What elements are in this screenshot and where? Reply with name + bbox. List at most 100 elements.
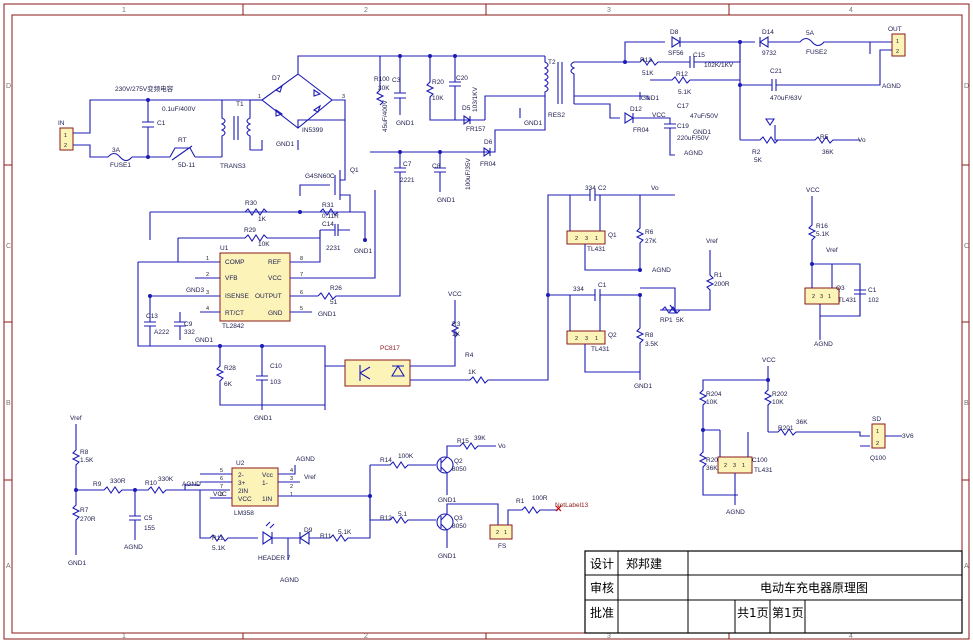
agnd-q1: AGND bbox=[652, 267, 671, 274]
svg-text:3: 3 bbox=[733, 463, 736, 469]
svg-text:3: 3 bbox=[342, 94, 345, 100]
r30-label: R30 bbox=[245, 200, 257, 207]
agnd-q3: AGND bbox=[814, 341, 833, 348]
r31-label: R31 bbox=[322, 202, 334, 209]
u2-pin-3plus: 3+ bbox=[238, 480, 246, 487]
r10-label: R10 bbox=[145, 480, 157, 487]
gnd1-c17: GND1 bbox=[693, 129, 711, 136]
border-row-d-right: D bbox=[964, 83, 969, 90]
d12-label: D12 bbox=[630, 106, 642, 113]
r8b-label: R8 bbox=[645, 332, 654, 339]
r202-label: R202 bbox=[772, 391, 788, 398]
c14-value: 2231 bbox=[326, 245, 341, 252]
r9-label: R9 bbox=[93, 481, 102, 488]
svg-text:1: 1 bbox=[595, 336, 598, 342]
r7-label: R7 bbox=[80, 507, 89, 514]
drawing-border: 1 2 3 4 1 2 3 4 D C B A D C B A bbox=[3, 3, 970, 640]
svg-text:3: 3 bbox=[290, 476, 293, 482]
q8050a-value: 8050 bbox=[452, 466, 467, 473]
svg-text:2: 2 bbox=[896, 49, 899, 55]
svg-text:1: 1 bbox=[896, 39, 899, 45]
agnd-c19: AGND bbox=[684, 150, 703, 157]
u2-chip bbox=[231, 467, 279, 507]
ac-note: 230V/275V变频电容 bbox=[115, 84, 174, 93]
agnd-c5: AGND bbox=[124, 544, 143, 551]
border-col-4: 4 bbox=[849, 7, 853, 14]
r100-value: 30K bbox=[378, 85, 390, 92]
r1-value: 200R bbox=[714, 281, 730, 288]
gnd1-c9: GND1 bbox=[195, 337, 213, 344]
u1-label: U1 bbox=[220, 245, 229, 252]
d7-label: D7 bbox=[272, 75, 281, 82]
svg-text:1: 1 bbox=[258, 94, 261, 100]
rp1-label: RP1 bbox=[660, 317, 673, 324]
c15-value: 102K/1KV bbox=[704, 62, 734, 69]
c8-label: C8 bbox=[432, 163, 441, 170]
vo-r5: Vo bbox=[858, 137, 866, 144]
q3-label: Q3 bbox=[836, 285, 845, 292]
svg-text:1: 1 bbox=[504, 530, 507, 536]
r11-value: 5.1K bbox=[212, 545, 226, 552]
svg-text:2: 2 bbox=[575, 236, 578, 242]
u1-pin-rtct: RT/CT bbox=[225, 310, 244, 317]
d5-label: D5 bbox=[462, 105, 471, 112]
c8-value: 100uF/35V bbox=[465, 158, 472, 190]
r201-value: 36K bbox=[796, 419, 808, 426]
r15-value: 39K bbox=[474, 435, 486, 442]
c20-value: 103/1KV bbox=[472, 86, 479, 112]
r9-value: 330R bbox=[110, 478, 126, 485]
r28-value: 6K bbox=[224, 381, 233, 388]
svg-text:2: 2 bbox=[496, 530, 499, 536]
agnd-u2: AGND bbox=[296, 456, 315, 463]
gnd1-out: GND1 bbox=[641, 95, 659, 102]
svg-text:1: 1 bbox=[595, 236, 598, 242]
q8050b-value: 8050 bbox=[452, 523, 467, 530]
svg-text:3: 3 bbox=[585, 236, 588, 242]
svg-text:1: 1 bbox=[828, 294, 831, 300]
border-row-d: D bbox=[6, 83, 11, 90]
svg-text:7: 7 bbox=[300, 272, 303, 278]
in-connector bbox=[59, 127, 74, 151]
r10-value: 330K bbox=[158, 476, 174, 483]
r204-value: 10K bbox=[706, 399, 718, 406]
border-col-2: 2 bbox=[364, 7, 368, 14]
c14-label: C14 bbox=[322, 221, 334, 228]
border-row-b-right: B bbox=[964, 400, 969, 407]
r14-value: 100K bbox=[398, 453, 414, 460]
pc817-optocoupler bbox=[344, 359, 411, 387]
c3-value: 45uF/400V bbox=[382, 100, 389, 132]
svg-text:1: 1 bbox=[742, 463, 745, 469]
r3-label: R3 bbox=[452, 321, 461, 328]
q8050b-label: Q3 bbox=[454, 515, 463, 522]
d7-value: IN5399 bbox=[302, 127, 323, 134]
u1-pin-comp: COMP bbox=[225, 259, 245, 266]
vcc-out: VCC bbox=[652, 112, 666, 119]
fuse2-label: FUSE2 bbox=[806, 49, 827, 56]
u2-pin-vcc: VCC bbox=[238, 496, 252, 503]
svg-text:2: 2 bbox=[206, 272, 209, 278]
vcc-q100: VCC bbox=[762, 357, 776, 364]
r4-value: 1K bbox=[468, 369, 477, 376]
res2-label: RES2 bbox=[548, 112, 565, 119]
vcc-lm358: VCC bbox=[213, 491, 227, 498]
vref-r8: Vref bbox=[70, 415, 82, 422]
q2-label: Q2 bbox=[608, 332, 617, 339]
r16-label: R16 bbox=[816, 223, 828, 230]
svg-text:5: 5 bbox=[300, 306, 303, 312]
c3-label: C3 bbox=[392, 77, 401, 84]
c15-label: C15 bbox=[693, 52, 705, 59]
svg-text:6: 6 bbox=[300, 290, 303, 296]
c1-value: 0.1uF/400V bbox=[162, 106, 196, 113]
c2-label: C2 bbox=[598, 185, 607, 192]
gnd1-c3: GND1 bbox=[396, 120, 414, 127]
r1b-label: R1 bbox=[516, 498, 525, 505]
svg-text:5: 5 bbox=[220, 468, 223, 474]
drawing-title: 电动车充电器原理图 bbox=[760, 580, 868, 595]
d14-value: 9732 bbox=[762, 50, 777, 57]
svg-text:1: 1 bbox=[64, 133, 67, 139]
c7-value: 2221 bbox=[400, 177, 415, 184]
c21-value: 470uF/63V bbox=[770, 95, 802, 102]
vref-r1: Vref bbox=[706, 238, 718, 245]
u2-label: U2 bbox=[236, 460, 245, 467]
